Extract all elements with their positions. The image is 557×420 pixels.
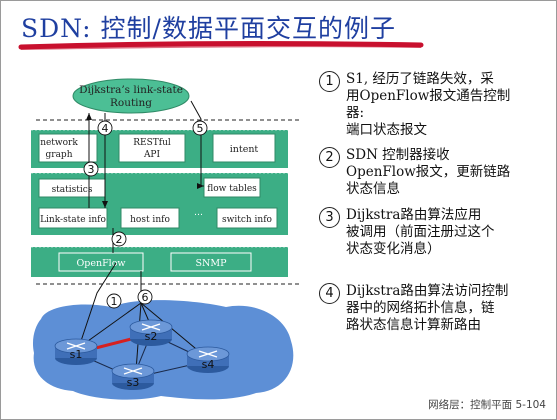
- title-underline: [18, 41, 424, 50]
- network-graph-box: [38, 133, 98, 163]
- restful-api-label-1: RESTful: [133, 138, 171, 148]
- step-number-2: 2: [319, 147, 340, 168]
- intent-label: intent: [230, 144, 259, 155]
- switch-s4-label: s4: [202, 358, 215, 371]
- host-info-box: [120, 207, 180, 229]
- switch-s3: s3: [111, 363, 155, 390]
- step-marker-2: 2: [111, 231, 127, 247]
- arrow-step1: [80, 262, 117, 342]
- svg-text:4: 4: [102, 122, 109, 135]
- arrow-step4-head: [102, 201, 108, 208]
- svg-text:6: 6: [142, 291, 149, 304]
- switch-s2-label: s2: [145, 330, 158, 343]
- switch-s2: s2: [129, 319, 173, 346]
- switch-s1: s1: [54, 338, 98, 365]
- dijkstra-routing-app: [72, 78, 190, 114]
- openflow-label: OpenFlow: [76, 258, 125, 269]
- switch-info-label: switch info: [222, 215, 272, 225]
- arrow-step6-s1: [80, 302, 142, 347]
- step-item-1: 1 S1, 经历了链路失效，采 用OpenFlow报文通告控制 器: 端口状态报…: [319, 71, 546, 139]
- title-underline-shadow: [20, 45, 422, 50]
- link-state-info-label: Link-state info: [40, 215, 106, 225]
- network-graph-label-2: graph: [46, 150, 73, 160]
- data-plane-network: [32, 300, 294, 400]
- restful-api-label-2: API: [143, 150, 161, 160]
- footer: 网络层：控制平面 5-104: [428, 399, 546, 411]
- router-arrows-icon: [198, 350, 218, 358]
- switch-s3-label: s3: [127, 376, 140, 389]
- svg-text:3: 3: [88, 163, 95, 176]
- snmp-box: [170, 252, 252, 272]
- intent-box: [212, 133, 276, 163]
- slide-title: SDN: 控制/数据平面交互的例子: [21, 14, 396, 43]
- step-marker-4: 4: [97, 120, 113, 136]
- step-marker-3: 3: [83, 161, 99, 177]
- step-number-3: 3: [319, 207, 340, 228]
- statistics-label: statistics: [52, 185, 93, 195]
- router-arrows-icon: [141, 323, 161, 331]
- switch-info-box: [216, 207, 278, 229]
- step-number-4: 4: [319, 283, 340, 304]
- arrow-step5-head: [197, 183, 204, 189]
- flow-tables-label: flow tables: [207, 184, 257, 194]
- host-info-label: host info: [130, 215, 170, 225]
- step-text-1: S1, 经历了链路失效，采 用OpenFlow报文通告控制 器: 端口状态报文: [346, 71, 511, 138]
- link-state-info-box: [38, 207, 108, 229]
- router-arrows-icon: [66, 342, 86, 350]
- step-text-2: SDN 控制器接收 OpenFlow报文，更新链路 状态信息: [346, 147, 511, 197]
- svg-text:1: 1: [111, 295, 118, 308]
- router-arrows-icon: [123, 367, 143, 375]
- step-item-3: 3 Dijkstra路由算法应用 被调用（前面注册过这个 状态变化消息）: [319, 207, 546, 258]
- step-marker-6: 6: [137, 289, 153, 305]
- flow-tables-box: [203, 177, 261, 198]
- svg-text:5: 5: [197, 122, 204, 135]
- restful-api-box: [118, 133, 186, 163]
- state-ellipsis: …: [194, 208, 203, 218]
- step-marker-5: 5: [192, 120, 208, 136]
- step-item-2: 2 SDN 控制器接收 OpenFlow报文，更新链路 状态信息: [319, 147, 546, 198]
- routing-app-label-line1: Dijkstra’s link-state: [79, 84, 183, 96]
- openflow-box: [58, 252, 144, 272]
- arrow-step3-head: [86, 113, 92, 120]
- svg-text:2: 2: [116, 233, 123, 246]
- step-item-4: 4 Dijkstra路由算法访问控制 器中的网络拓扑信息，链 路状态信息计算新路…: [319, 283, 546, 334]
- switch-s1-label: s1: [70, 348, 83, 361]
- routing-app-label-line2: Routing: [110, 97, 152, 109]
- switch-s4: s4: [186, 346, 230, 373]
- network-graph-label-1: network: [40, 138, 78, 148]
- step-marker-1: 1: [106, 293, 122, 309]
- step-number-1: 1: [319, 71, 340, 92]
- snmp-label: SNMP: [196, 258, 228, 269]
- step-text-4: Dijkstra路由算法访问控制 器中的网络拓扑信息，链 路状态信息计算新路由: [346, 283, 509, 333]
- step-text-3: Dijkstra路由算法应用 被调用（前面注册过这个 状态变化消息）: [346, 207, 495, 257]
